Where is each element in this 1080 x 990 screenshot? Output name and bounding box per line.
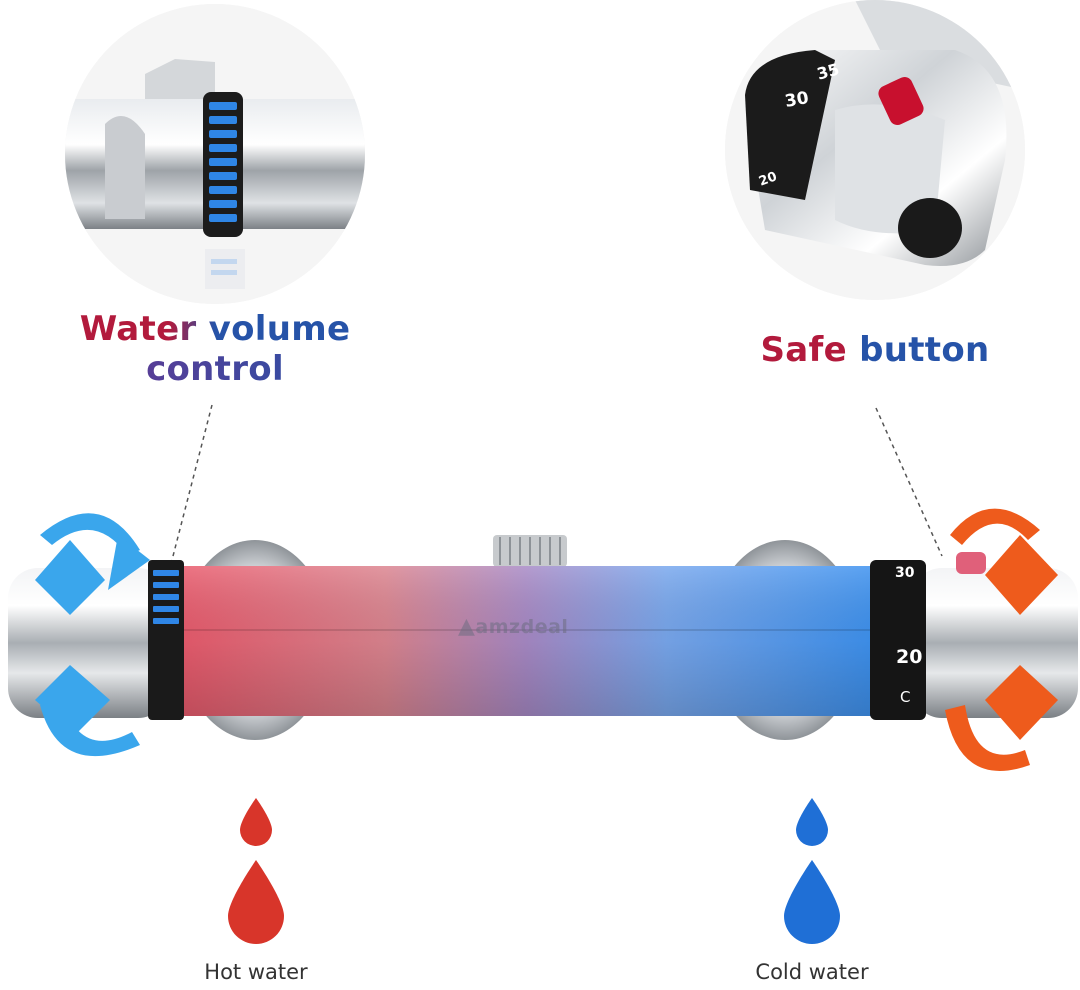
water-drop-cold-icon bbox=[784, 860, 840, 944]
brand-watermark: ▲amzdeal bbox=[458, 614, 568, 639]
dial-mark-c: C bbox=[900, 688, 911, 706]
water-drop-cold-icon bbox=[796, 798, 828, 846]
water-drop-hot-icon bbox=[228, 860, 284, 944]
title-line-1: Water volume bbox=[60, 309, 370, 349]
water-drops bbox=[228, 798, 840, 944]
cold-water-label: Cold water bbox=[755, 960, 869, 984]
safe-button-inset: 35 30 20 bbox=[725, 0, 1025, 300]
left-end-cap bbox=[8, 568, 168, 718]
dial-mark-20: 20 bbox=[896, 646, 923, 668]
title-line-2: control bbox=[60, 349, 370, 389]
inset-dial-30: 30 bbox=[783, 88, 811, 112]
safe-button-heading: Safe button bbox=[760, 330, 990, 370]
rotate-arrow-blue-icon bbox=[35, 513, 150, 757]
water-drop-hot-icon bbox=[240, 798, 272, 846]
hot-water-label: Hot water bbox=[204, 960, 308, 984]
volume-ring-closeup bbox=[65, 4, 365, 304]
water-volume-control-inset bbox=[65, 4, 365, 304]
watermark-logo-icon: ▲ bbox=[458, 614, 476, 639]
safe-button-closeup bbox=[725, 0, 1025, 300]
temperature-dial-ring bbox=[870, 560, 926, 720]
rotate-arrow-orange-icon bbox=[945, 508, 1058, 771]
button-word: button bbox=[859, 330, 990, 370]
watermark-text: amzdeal bbox=[475, 616, 569, 638]
safe-button bbox=[956, 552, 986, 574]
water-volume-control-heading: Water volume control bbox=[60, 309, 370, 389]
thermostatic-valve-illustration bbox=[8, 508, 1078, 771]
dial-mark-30: 30 bbox=[895, 565, 915, 581]
safe-word: Safe bbox=[760, 330, 847, 370]
